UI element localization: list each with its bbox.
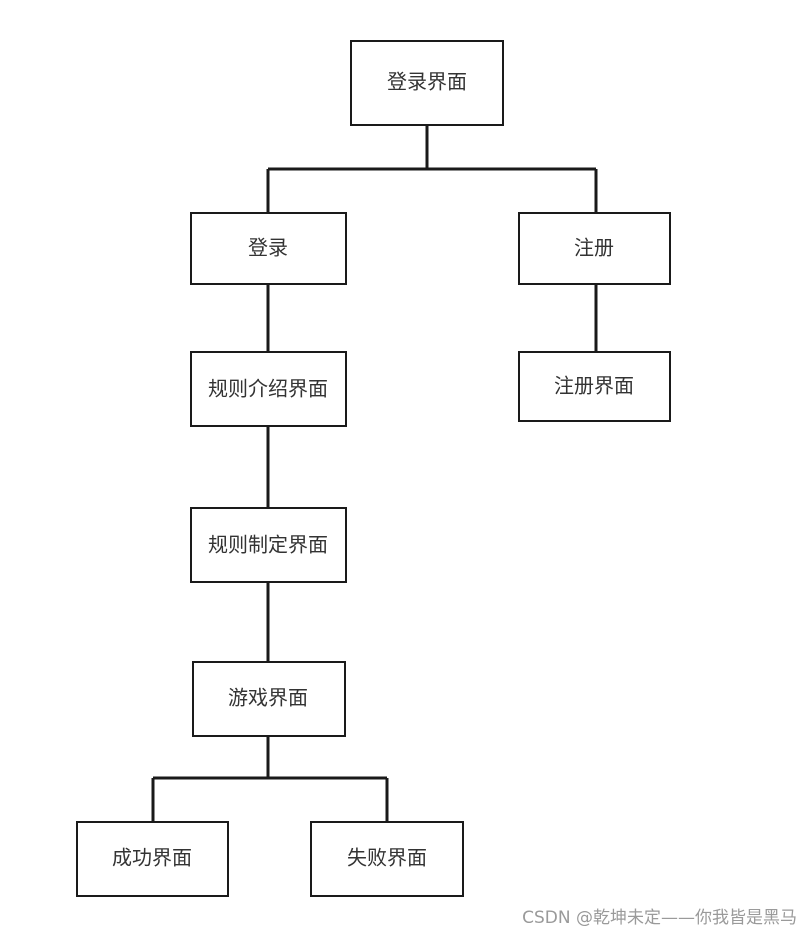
node-label: 游戏界面 bbox=[228, 686, 308, 710]
node-login: 登录 bbox=[190, 212, 347, 285]
node-success-screen: 成功界面 bbox=[76, 821, 229, 897]
node-register: 注册 bbox=[518, 212, 671, 285]
node-box bbox=[310, 821, 464, 897]
node-label: 成功界面 bbox=[112, 846, 192, 870]
node-label: 登录 bbox=[248, 236, 288, 260]
node-box bbox=[190, 351, 347, 427]
node-box bbox=[518, 351, 671, 422]
node-login-screen: 登录界面 bbox=[350, 40, 504, 126]
node-label: 规则制定界面 bbox=[208, 533, 328, 557]
watermark-text: CSDN @乾坤未定——你我皆是黑马 bbox=[522, 908, 797, 928]
node-rules-setup-screen: 规则制定界面 bbox=[190, 507, 347, 583]
node-label: 注册界面 bbox=[554, 374, 634, 398]
node-box bbox=[350, 40, 504, 126]
node-box bbox=[190, 507, 347, 583]
node-box bbox=[76, 821, 229, 897]
node-label: 注册 bbox=[574, 236, 614, 260]
node-label: 失败界面 bbox=[347, 846, 427, 870]
node-label: 登录界面 bbox=[387, 70, 467, 94]
node-box bbox=[192, 661, 346, 737]
node-box bbox=[190, 212, 347, 285]
edges bbox=[151, 125, 598, 822]
node-rules-intro-screen: 规则介绍界面 bbox=[190, 351, 347, 427]
node-box bbox=[518, 212, 671, 285]
node-register-screen: 注册界面 bbox=[518, 351, 671, 422]
node-failure-screen: 失败界面 bbox=[310, 821, 464, 897]
node-label: 规则介绍界面 bbox=[208, 377, 328, 401]
node-game-screen: 游戏界面 bbox=[192, 661, 346, 737]
